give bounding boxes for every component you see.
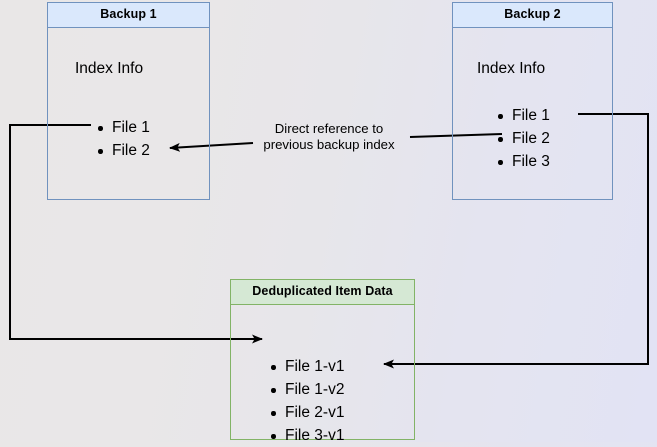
backup-1-file-list: File 1 File 2 [95,116,150,162]
deduplicated-item-data-header: Deduplicated Item Data [231,280,414,305]
backup-1-index-info-label: Index Info [75,60,144,77]
list-item: File 2 [495,127,550,150]
list-item: File 1 [495,104,550,127]
backup-2-body: Index Info File 1 File 2 File 3 [453,28,612,199]
backup-1-header: Backup 1 [48,3,209,28]
deduplicated-file-list: File 1-v1 File 1-v2 File 2-v1 File 3-v1 [268,355,344,447]
list-item: File 2 [95,139,150,162]
backup-1-body: Index Info File 1 File 2 [48,28,209,199]
backup-2-index-info-label: Index Info [477,60,546,77]
dedup-file-1-v1-label: File 1-v1 [285,358,345,375]
dedup-file-3-v1-label: File 3-v1 [285,427,345,444]
backup-1-box[interactable]: Backup 1 Index Info File 1 File 2 [47,2,210,200]
dedup-file-2-v1-label: File 2-v1 [285,404,345,421]
dedup-file-1-v2-label: File 1-v2 [285,381,345,398]
direct-reference-caption-line-2: previous backup index [263,137,395,152]
backup-2-file-3-label: File 3 [512,153,550,170]
list-item: File 1-v2 [268,378,344,401]
backup-1-file-2-label: File 2 [112,142,150,159]
list-item: File 2-v1 [268,401,344,424]
list-item: File 3-v1 [268,424,344,447]
backup-2-header: Backup 2 [453,3,612,28]
list-item: File 1-v1 [268,355,344,378]
backup-2-file-list: File 1 File 2 File 3 [495,104,550,173]
backup-2-box[interactable]: Backup 2 Index Info File 1 File 2 File 3 [452,2,613,200]
backup-2-file-2-label: File 2 [512,130,550,147]
list-item: File 3 [495,150,550,173]
deduplicated-item-data-box[interactable]: Deduplicated Item Data File 1-v1 File 1-… [230,279,415,444]
direct-reference-caption-line-1: Direct reference to [274,121,384,136]
deduplicated-item-data-body: File 1-v1 File 1-v2 File 2-v1 File 3-v1 [231,305,414,444]
backup-2-file-1-label: File 1 [512,107,550,124]
backup-1-file-1-label: File 1 [112,119,150,136]
direct-reference-caption: Direct reference to previous backup inde… [253,121,405,153]
list-item: File 1 [95,116,150,139]
